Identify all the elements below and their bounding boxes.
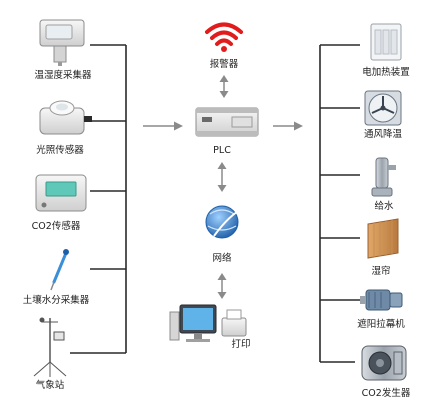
co2-generator-icon	[361, 345, 407, 381]
computer-printer-icon	[169, 304, 247, 342]
light-sensor-icon	[39, 100, 92, 135]
shade-motor-icon	[360, 289, 403, 311]
heater-label: 电加热装置	[362, 66, 410, 78]
soil-sensor-icon	[50, 249, 69, 291]
soil-sensor-label: 土壤水分采集器	[23, 294, 90, 306]
plc-icon	[195, 107, 259, 137]
co2-generator-label: CO2发生器	[362, 387, 411, 399]
alarm-icon	[205, 22, 243, 52]
light-sensor-label: 光照传感器	[36, 144, 84, 156]
print-label: 打印	[231, 338, 250, 350]
left-bus	[70, 44, 127, 354]
arrow-network-print	[217, 273, 227, 299]
water-pump-icon	[371, 157, 396, 197]
humidity-sensor-label: 温湿度采集器	[34, 69, 92, 81]
arrow-plc-network	[217, 162, 227, 192]
shade-label: 遮阳拉幕机	[357, 318, 405, 330]
humidity-sensor-icon	[39, 19, 85, 66]
network-label: 网络	[212, 252, 232, 264]
right-bus	[319, 44, 360, 363]
arrow-plc-to-actuators	[273, 121, 303, 131]
co2-sensor-icon	[35, 174, 87, 212]
alarm-label: 报警器	[210, 58, 239, 70]
arrow-alarm-plc	[219, 75, 229, 98]
curtain-label: 湿帘	[371, 265, 390, 277]
network-globe-icon	[205, 205, 248, 239]
weather-station-icon	[33, 317, 67, 377]
co2-sensor-label: CO2传感器	[32, 220, 81, 232]
fan-label: 通风降温	[364, 128, 403, 140]
water-label: 给水	[374, 200, 394, 212]
weather-station-label: 气象站	[36, 379, 65, 391]
fan-icon	[364, 90, 402, 126]
curtain-icon	[367, 218, 399, 259]
arrow-sensors-to-plc	[143, 121, 183, 131]
plc-label: PLC	[213, 145, 231, 156]
heater-icon	[370, 23, 402, 61]
